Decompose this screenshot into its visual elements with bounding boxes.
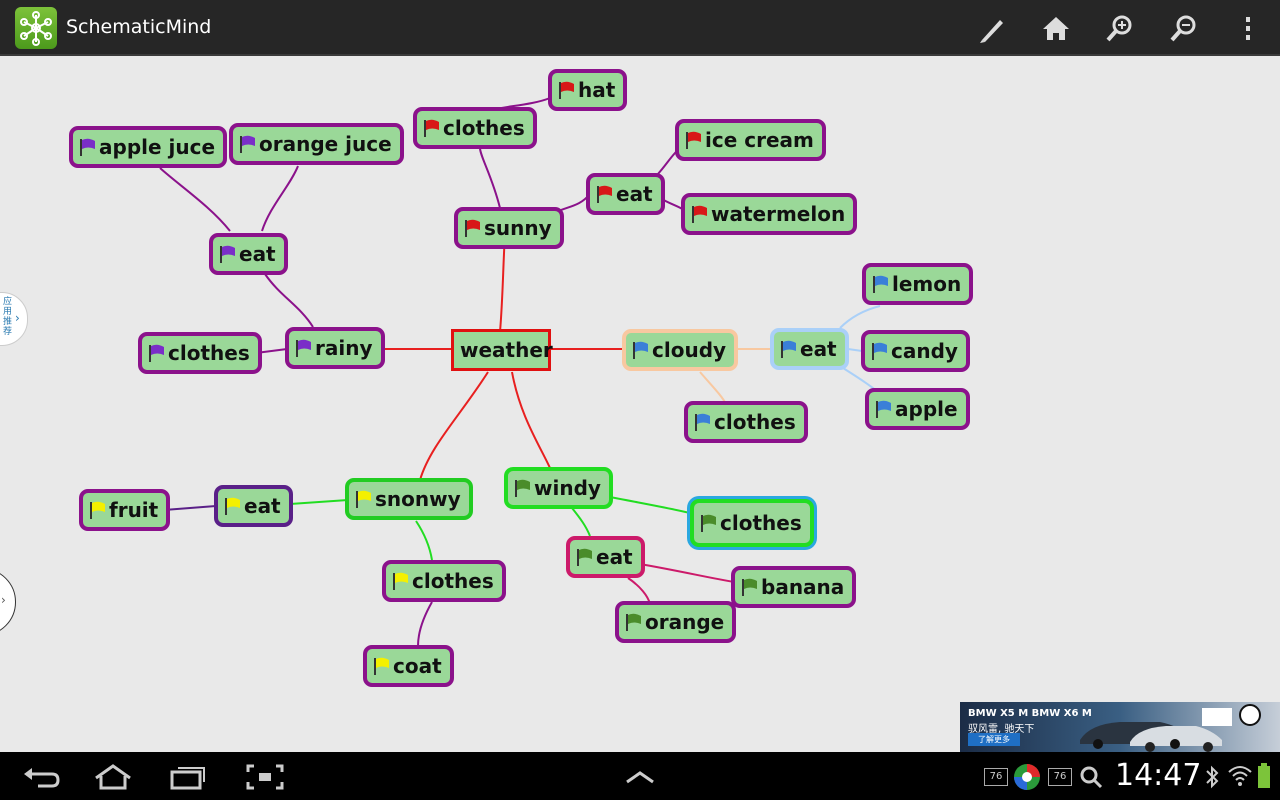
pen-icon[interactable] <box>970 8 1014 48</box>
green-flag-icon <box>514 478 532 498</box>
green-flag-icon <box>741 577 759 597</box>
green-flag-icon <box>625 612 643 632</box>
node-sunny[interactable]: sunny <box>454 207 564 249</box>
red-flag-icon <box>464 218 482 238</box>
purple-flag-icon <box>239 134 257 154</box>
chevron-right-icon: › <box>1 593 6 607</box>
wifi-icon <box>1226 762 1254 794</box>
red-flag-icon <box>691 204 709 224</box>
node-windy[interactable]: windy <box>504 467 613 509</box>
node-cloudy-lemon[interactable]: lemon <box>862 263 974 305</box>
green-flag-icon <box>700 513 718 533</box>
notification-badge[interactable]: 76 <box>1048 768 1072 786</box>
node-rainy-clothes[interactable]: clothes <box>138 332 262 374</box>
ad-banner[interactable]: BMW X5 M BMW X6 M 驭风雷, 驰天下 了解更多 <box>960 702 1280 752</box>
red-flag-icon <box>685 130 703 150</box>
red-flag-icon <box>423 118 441 138</box>
bluetooth-icon <box>1204 764 1220 794</box>
car-image <box>1080 704 1261 752</box>
node-rainy-applejuce[interactable]: apple juce <box>69 126 228 168</box>
overflow-menu-icon[interactable] <box>1226 8 1270 48</box>
chevron-up-icon[interactable] <box>615 758 665 794</box>
ad-headline: BMW X5 M BMW X6 M <box>968 708 1092 719</box>
node-sunny-clothes[interactable]: clothes <box>413 107 537 149</box>
node-rainy-orangejuce[interactable]: orange juce <box>229 123 404 165</box>
blue-flag-icon <box>694 412 712 432</box>
purple-flag-icon <box>148 343 166 363</box>
node-cloudy-apple[interactable]: apple <box>865 388 970 430</box>
blue-flag-icon <box>632 340 650 360</box>
search-icon[interactable] <box>1078 764 1104 794</box>
purple-flag-icon <box>219 244 237 264</box>
node-cloudy-eat[interactable]: eat <box>770 328 849 370</box>
blue-flag-icon <box>875 399 893 419</box>
node-sunny-icecream[interactable]: ice cream <box>675 119 826 161</box>
notification-badge[interactable]: 76 <box>984 768 1008 786</box>
chevron-right-icon: › <box>15 311 20 325</box>
ad-learn-more-button[interactable]: 了解更多 <box>968 733 1020 746</box>
purple-flag-icon <box>295 338 313 358</box>
yellow-flag-icon <box>373 656 391 676</box>
blue-flag-icon <box>871 341 889 361</box>
node-sunny-watermelon[interactable]: watermelon <box>681 193 858 235</box>
node-sunny-eat[interactable]: eat <box>586 173 665 215</box>
node-windy-banana[interactable]: banana <box>731 566 857 608</box>
side-tab-label: 应用推荐 <box>3 297 13 337</box>
blue-flag-icon <box>780 339 798 359</box>
red-flag-icon <box>596 184 614 204</box>
zoom-in-icon[interactable] <box>1098 8 1142 48</box>
node-rainy-eat[interactable]: eat <box>209 233 288 275</box>
yellow-flag-icon <box>89 500 107 520</box>
status-clock: 14:47 <box>1115 758 1202 793</box>
zoom-out-icon[interactable] <box>1162 8 1206 48</box>
mindmap-canvas[interactable]: weather sunny clothes hat eat ice cream … <box>0 56 1280 752</box>
ad-slogan: 驭风雷, 驰天下 <box>968 724 1035 735</box>
blue-flag-icon <box>872 274 890 294</box>
green-flag-icon <box>576 547 594 567</box>
node-sunny-hat[interactable]: hat <box>548 69 628 111</box>
yellow-flag-icon <box>355 489 373 509</box>
app-logo-icon[interactable] <box>1012 762 1042 796</box>
home-icon[interactable] <box>1034 8 1078 48</box>
node-cloudy-clothes[interactable]: clothes <box>684 401 808 443</box>
home-nav-icon[interactable] <box>88 758 138 794</box>
recent-apps-icon[interactable] <box>162 758 212 794</box>
node-root-weather[interactable]: weather <box>451 329 553 371</box>
yellow-flag-icon <box>224 496 242 516</box>
yellow-flag-icon <box>392 571 410 591</box>
back-icon[interactable] <box>16 758 66 794</box>
mindmap-icon[interactable] <box>15 7 57 49</box>
action-bar: SchematicMind <box>0 0 1280 56</box>
app-title: SchematicMind <box>66 16 212 38</box>
node-snowy-fruit[interactable]: fruit <box>79 489 171 531</box>
screenshot-icon[interactable] <box>240 758 290 794</box>
node-windy-clothes[interactable]: clothes <box>690 499 814 547</box>
node-cloudy[interactable]: cloudy <box>622 329 739 371</box>
red-flag-icon <box>558 80 576 100</box>
node-snowy-coat[interactable]: coat <box>363 645 454 687</box>
node-windy-eat[interactable]: eat <box>566 536 645 578</box>
purple-flag-icon <box>79 137 97 157</box>
node-snowy-eat[interactable]: eat <box>214 485 293 527</box>
node-cloudy-candy[interactable]: candy <box>861 330 970 372</box>
node-snowy[interactable]: snonwy <box>345 478 473 520</box>
node-snowy-clothes[interactable]: clothes <box>382 560 506 602</box>
system-nav-bar <box>0 752 1280 800</box>
node-rainy[interactable]: rainy <box>285 327 385 369</box>
battery-icon <box>1256 762 1272 794</box>
node-windy-orange[interactable]: orange <box>615 601 737 643</box>
